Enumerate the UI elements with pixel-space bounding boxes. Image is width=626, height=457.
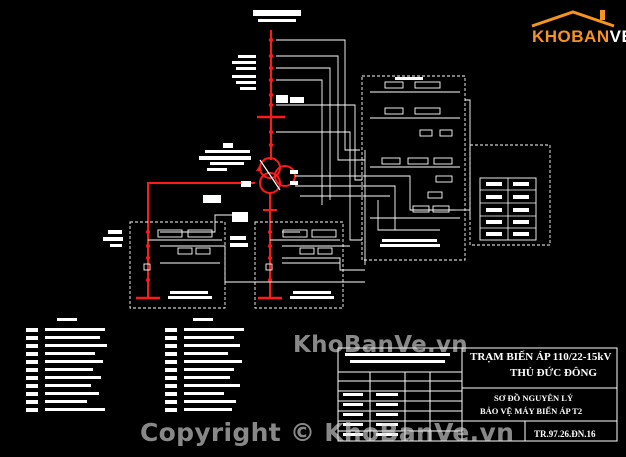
title-block-company	[343, 353, 450, 436]
feeder-left-labels	[199, 55, 304, 171]
main-relay-cabinet-text	[380, 77, 440, 247]
logo-text-primary: KHOBAN	[532, 27, 610, 46]
logo-house-icon	[531, 10, 615, 28]
title-block-frame	[337, 347, 618, 442]
power-transformer-t2	[259, 157, 296, 194]
subtitle-line-1: SƠ ĐỒ NGUYÊN LÝ	[494, 393, 574, 403]
legend-left	[26, 318, 107, 412]
watermark-main: KhoBanVe.vn	[293, 332, 468, 358]
secondary-wiring	[160, 39, 471, 283]
panel-22kv-text	[103, 230, 248, 299]
panel-22kv-relays	[143, 229, 222, 271]
feeder-label-top-2	[258, 19, 296, 22]
legend-middle	[165, 318, 244, 412]
relay-panels	[129, 75, 551, 309]
logo-text: KHOBANVE	[532, 27, 626, 47]
neutral-labels	[203, 170, 298, 222]
drawing-code: TR.97.26.ĐN.16	[534, 429, 596, 439]
title-line-1: TRẠM BIẾN ÁP 110/22-15kV	[470, 351, 612, 363]
panel-15kv-relays	[265, 229, 340, 271]
subtitle-line-2: BẢO VỆ MÁY BIẾN ÁP T2	[480, 406, 583, 416]
tap-changer-arrow	[259, 159, 281, 191]
panel-15kv-text	[290, 291, 334, 299]
watermark-copyright: Copyright © KhoBanVe.vn	[140, 418, 515, 447]
main-relay-cabinet	[370, 81, 460, 219]
bus-22kv-link	[147, 182, 255, 222]
title-line-2: THỦ ĐỨC ĐÔNG	[510, 367, 597, 379]
feeder-label-top	[253, 10, 301, 16]
equipment-table	[479, 177, 537, 241]
bus-nodes	[146, 230, 272, 282]
transformer-tap-marker	[256, 166, 262, 171]
logo-text-accent: VE	[609, 27, 626, 46]
feeder-nodes	[268, 37, 274, 148]
